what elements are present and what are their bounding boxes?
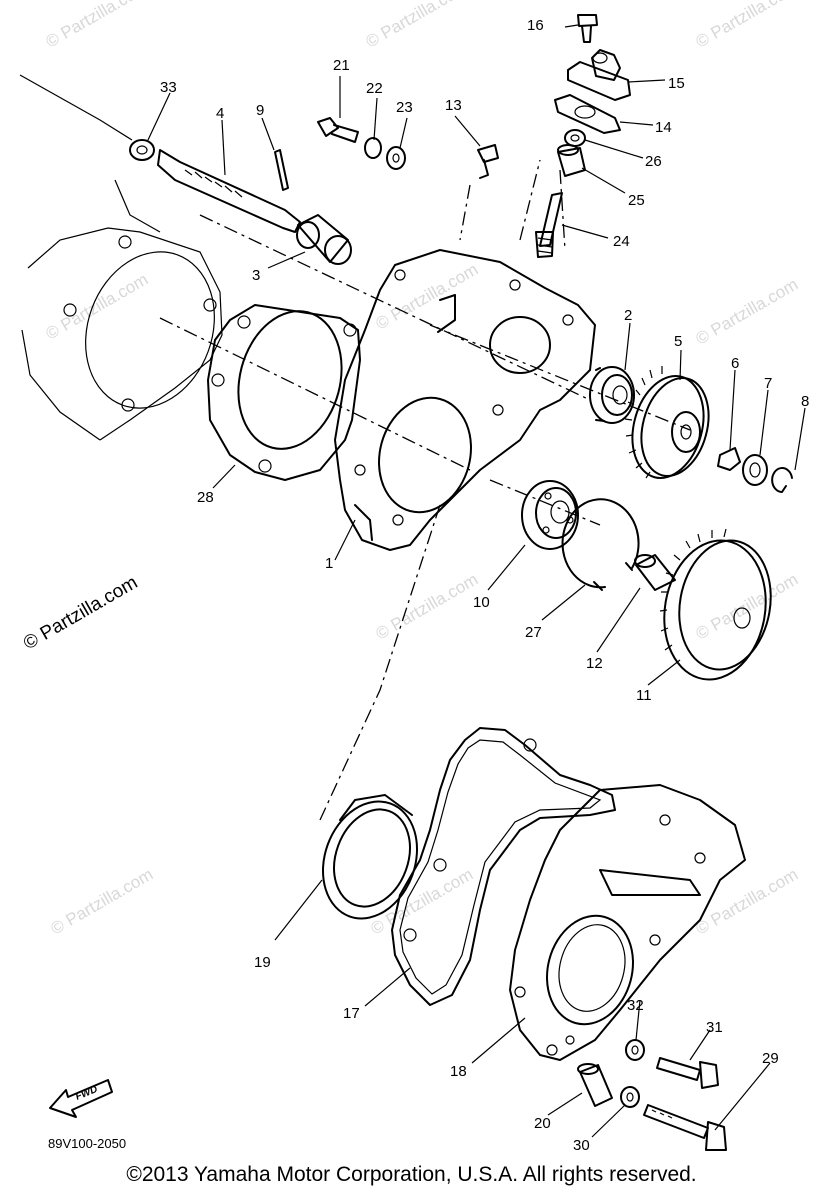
fwd-arrow-icon: FWD (49, 1079, 113, 1118)
watermark: © Partzilla.com (693, 275, 802, 349)
watermark: © Partzilla.com (363, 0, 472, 51)
watermark: © Partzilla.com (373, 570, 482, 644)
callout-31: 31 (706, 1019, 723, 1036)
callout-21: 21 (333, 57, 350, 74)
part-30-washer (620, 1086, 640, 1108)
part-3-bushing (296, 214, 352, 265)
part-1-housing (334, 249, 596, 551)
callout-16: 16 (527, 17, 544, 34)
part-27-circlip (561, 498, 640, 591)
callout-25: 25 (628, 192, 645, 209)
part-14-gasket (554, 94, 621, 134)
callout-33: 33 (160, 79, 177, 96)
callout-24: 24 (613, 233, 630, 250)
watermark: © Partzilla.com (43, 0, 152, 51)
watermark: © Partzilla.com (693, 570, 802, 644)
part-17-gasket (391, 727, 616, 1006)
part-24-drive-gear (535, 192, 563, 258)
callout-17: 17 (343, 1005, 360, 1022)
callout-3: 3 (252, 267, 260, 284)
callout-8: 8 (801, 393, 809, 410)
part-12-pin (634, 554, 676, 591)
callout-15: 15 (668, 75, 685, 92)
callout-30: 30 (573, 1137, 590, 1154)
assembly-axis-lines (159, 159, 691, 821)
callout-22: 22 (366, 80, 383, 97)
part-22-lock-washer (364, 137, 382, 159)
part-29-bolt (643, 1104, 727, 1151)
diagram-code: 89V100-2050 (48, 1136, 126, 1151)
callout-11: 11 (636, 687, 652, 704)
watermark: © Partzilla.com (693, 0, 802, 51)
callout-23: 23 (396, 99, 413, 116)
callout-29: 29 (762, 1050, 779, 1067)
part-6-key (717, 447, 741, 471)
callout-26: 26 (645, 153, 662, 170)
part-10-bearing (521, 480, 579, 550)
callout-18: 18 (450, 1063, 467, 1080)
engine-block-outline (19, 74, 223, 441)
callout-4: 4 (216, 105, 224, 122)
side-watermark: © Partzilla.com (20, 572, 141, 654)
part-31-bolt (656, 1057, 719, 1089)
part-21-bolt (317, 117, 359, 143)
part-9-pin (274, 149, 289, 191)
callout-32: 32 (627, 997, 644, 1014)
callout-10: 10 (473, 594, 490, 611)
part-23-washer (386, 146, 406, 170)
part-20-dowel (577, 1063, 613, 1107)
part-33-washer (129, 139, 155, 161)
callout-1: 1 (325, 555, 333, 572)
part-7-washer (742, 454, 768, 486)
callout-9: 9 (256, 102, 264, 119)
part-28-gasket (207, 304, 361, 481)
watermark: © Partzilla.com (368, 865, 477, 939)
watermark: © Partzilla.com (43, 270, 152, 344)
callout-5: 5 (674, 333, 682, 350)
part-8-circlip (771, 467, 793, 493)
part-4-shaft (157, 149, 301, 233)
part-15-holder (567, 49, 631, 101)
callout-14: 14 (655, 119, 672, 136)
callout-2: 2 (624, 307, 632, 324)
callout-13: 13 (445, 97, 462, 114)
part-5-gear (624, 366, 710, 479)
part-2-bearing (589, 366, 635, 424)
callout-19: 19 (254, 954, 271, 971)
callout-20: 20 (534, 1115, 551, 1132)
callout-12: 12 (586, 655, 603, 672)
watermark: © Partzilla.com (48, 865, 157, 939)
part-18-cover (509, 784, 746, 1061)
callout-labels: 1 2 3 4 5 6 7 8 9 10 11 12 13 14 15 16 1… (160, 17, 809, 1154)
callout-6: 6 (731, 355, 739, 372)
callout-28: 28 (197, 489, 214, 506)
part-16-bolt (577, 14, 598, 43)
watermarks: © Partzilla.com © Partzilla.com © Partzi… (43, 0, 802, 938)
callout-27: 27 (525, 624, 542, 641)
part-32-washer (625, 1039, 645, 1061)
copyright-footer: ©2013 Yamaha Motor Corporation, U.S.A. A… (126, 1163, 697, 1186)
leader-lines (147, 24, 806, 1138)
part-25-bushing (557, 144, 586, 177)
part-26-seal (564, 129, 586, 147)
callout-7: 7 (764, 375, 772, 392)
part-13-screw (477, 144, 499, 179)
part-11-gear (659, 528, 772, 681)
